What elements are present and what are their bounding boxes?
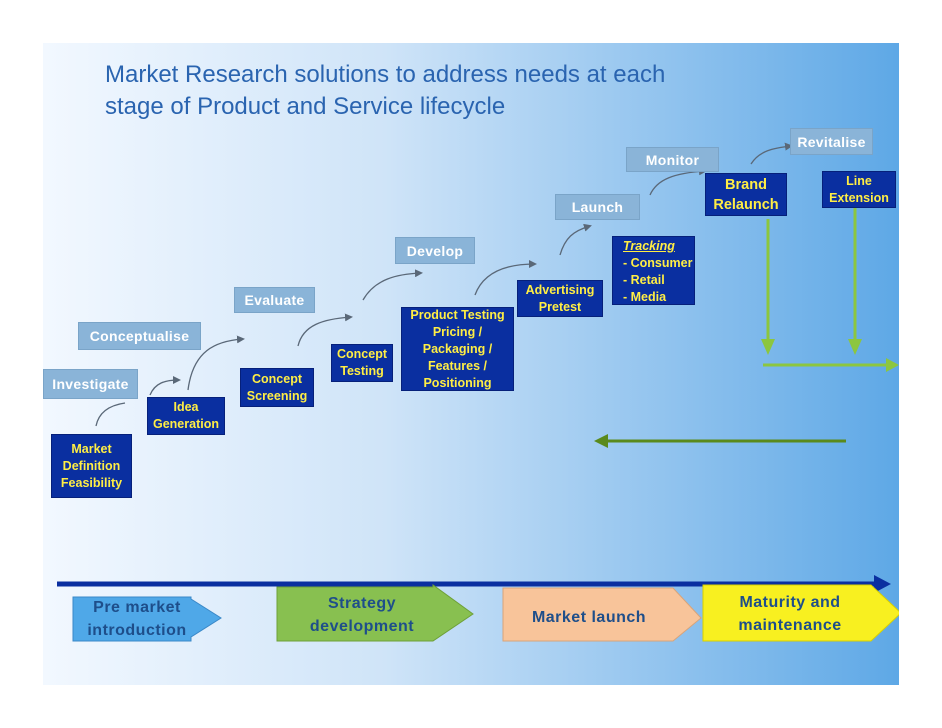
stage-revitalise: Revitalise: [790, 128, 873, 155]
product-testing-line-1: Product Testing: [410, 307, 505, 322]
connector-curve-9: [750, 142, 793, 165]
idea-generation-line-1: Idea: [173, 400, 199, 414]
box-idea-generation: Idea Generation: [147, 397, 225, 435]
box-product-testing: Product Testing Pricing / Packaging / Fe…: [401, 307, 514, 391]
box-concept-screening: Concept Screening: [240, 368, 314, 407]
phase-strategy-line-1: Strategy: [327, 595, 397, 612]
box-line-extension: Line Extension: [822, 171, 896, 208]
box-advertising-pretest: Advertising Pretest: [517, 280, 603, 317]
product-testing-line-3: Packaging /: [422, 341, 493, 356]
market-definition-line-2: Definition: [62, 458, 121, 473]
horizontal-green-arrows: [594, 358, 899, 448]
phase-market-launch: Market launch: [509, 595, 669, 639]
phase-maturity: Maturity and maintenance: [715, 589, 865, 639]
box-brand-relaunch: Brand Relaunch: [705, 173, 787, 216]
phase-shape-pre-market: [72, 596, 222, 642]
brand-relaunch-line-2: Relaunch: [713, 196, 779, 213]
connector-curve-5: [362, 269, 423, 301]
slide-title: Market Research solutions to address nee…: [105, 59, 805, 123]
phase-strategy: Strategy development: [287, 590, 437, 640]
concept-testing-line-1: Concept: [337, 347, 387, 361]
connector-curve-2: [149, 376, 181, 396]
connector-curve-7: [559, 223, 592, 256]
box-tracking: Tracking - Consumer - Retail - Media: [612, 236, 695, 305]
connector-layer: [57, 142, 899, 642]
tracking-item-media: - Media: [623, 290, 667, 304]
product-testing-line-5: Positioning: [423, 375, 492, 390]
phase-strategy-line-2: development: [309, 618, 415, 635]
phase-pre-market: Pre market introduction: [73, 597, 201, 641]
box-concept-testing: Concept Testing: [331, 344, 393, 382]
phase-maturity-line-1: Maturity and: [739, 594, 841, 611]
stage-conceptualise: Conceptualise: [78, 322, 201, 350]
advertising-pretest-line-2: Pretest: [538, 299, 582, 314]
box-market-definition: Market Definition Feasibility: [51, 434, 132, 498]
idea-generation-line-2: Generation: [153, 417, 219, 431]
stage-monitor: Monitor: [626, 147, 719, 172]
stage-investigate: Investigate: [43, 369, 138, 399]
stage-evaluate: Evaluate: [234, 287, 315, 313]
line-extension-line-2: Extension: [829, 190, 889, 205]
tracking-heading: Tracking: [623, 239, 675, 253]
phase-pre-market-line-1: Pre market: [93, 599, 181, 616]
phase-shape-maturity: [702, 584, 899, 642]
connector-curve-8: [649, 167, 707, 196]
stage-develop: Develop: [395, 237, 475, 264]
concept-screening-line-1: Concept: [252, 371, 302, 386]
stage-launch: Launch: [555, 194, 640, 220]
tracking-item-retail: - Retail: [623, 273, 665, 287]
phase-shapes: [72, 584, 899, 642]
market-definition-line-1: Market: [71, 441, 112, 456]
market-definition-line-3: Feasibility: [60, 475, 123, 490]
slide: Market Research solutions to address nee…: [43, 43, 899, 685]
advertising-pretest-line-1: Advertising: [525, 282, 595, 297]
product-testing-line-4: Features /: [427, 358, 488, 373]
concept-testing-line-2: Testing: [340, 364, 384, 378]
phase-shape-market-launch: [502, 587, 702, 642]
down-arrows: [761, 205, 862, 355]
product-testing-line-2: Pricing /: [432, 324, 483, 339]
title-line-2: stage of Product and Service lifecycle: [105, 93, 506, 120]
phase-shape-strategy: [276, 584, 474, 642]
phase-pre-market-line-2: introduction: [87, 622, 187, 639]
line-extension-line-1: Line: [846, 173, 872, 188]
connector-curve-1: [95, 402, 126, 427]
phase-maturity-line-2: maintenance: [738, 617, 842, 634]
tracking-item-consumer: - Consumer: [623, 256, 693, 270]
connector-curve-3: [187, 335, 245, 391]
concept-screening-line-2: Screening: [246, 388, 308, 403]
brand-relaunch-line-1: Brand: [725, 176, 767, 193]
phase-market-launch-line-1: Market launch: [531, 608, 647, 626]
connector-curve-4: [297, 313, 353, 347]
timeline-arrow: [57, 575, 891, 593]
connector-curve-6: [474, 260, 537, 296]
title-line-1: Market Research solutions to address nee…: [105, 61, 666, 88]
